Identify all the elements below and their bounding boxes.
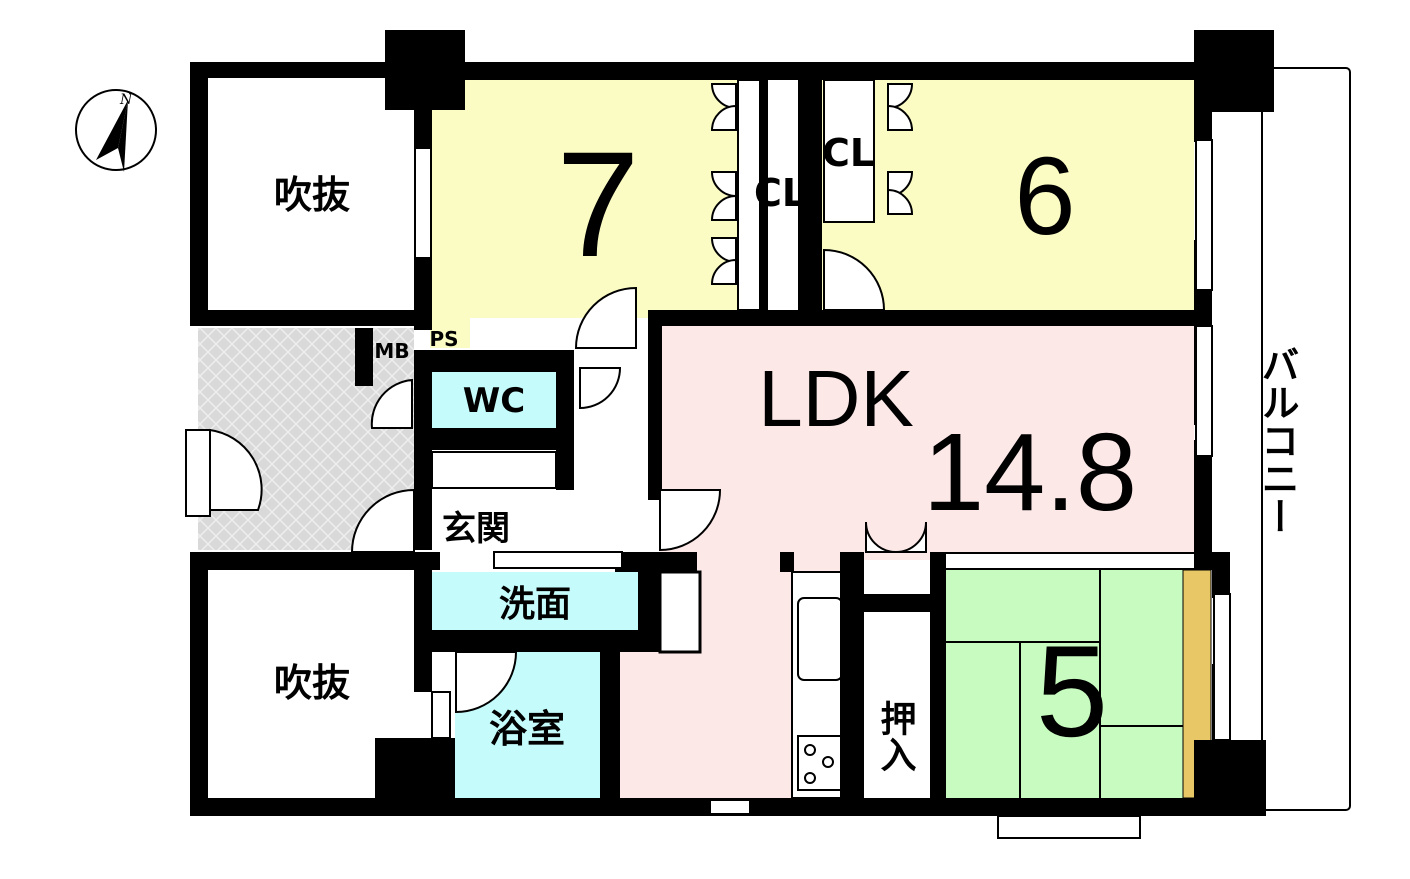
doors xyxy=(209,248,927,714)
entrance-label: 玄関 xyxy=(442,509,510,549)
ldk-label: LDK xyxy=(758,354,914,443)
room-7-floor xyxy=(430,80,760,348)
tatami-floor xyxy=(945,570,1183,798)
compass-north-label: N xyxy=(119,92,133,108)
balcony-label: バルコニー xyxy=(1255,345,1299,535)
stove-icon xyxy=(797,735,843,791)
room-7-label: 7 xyxy=(556,120,639,288)
closet-a-label: CL xyxy=(754,171,806,215)
entrance-shelf xyxy=(431,451,557,489)
void-top-label: 吹抜 xyxy=(274,173,350,217)
ldk-floor xyxy=(620,325,1194,800)
oshiire-label: 押入 xyxy=(875,700,917,772)
windows xyxy=(185,139,1231,839)
washroom-label: 洗面 xyxy=(499,584,571,625)
oshiire-floor xyxy=(862,612,940,800)
void-bottom-label: 吹抜 xyxy=(274,661,350,705)
balcony xyxy=(1261,67,1351,811)
tatami-lines xyxy=(945,570,1183,798)
wc-floor xyxy=(432,370,556,428)
wc-label: WC xyxy=(463,381,525,421)
closet-a-box xyxy=(737,79,761,311)
void-top xyxy=(205,78,417,310)
room-5-label: 5 xyxy=(1036,618,1108,764)
room-6-floor xyxy=(822,80,1194,310)
bathroom-label: 浴室 xyxy=(489,707,565,751)
ps-label: PS xyxy=(429,327,458,351)
north-compass-icon: N xyxy=(75,89,157,172)
mb-label: MB xyxy=(374,339,409,363)
sink-icon xyxy=(797,597,843,681)
closet-b-box xyxy=(823,79,875,223)
room-6-label: 6 xyxy=(1014,135,1075,258)
closet-doors xyxy=(710,83,914,285)
walls xyxy=(190,30,1274,816)
washroom-floor xyxy=(432,572,638,632)
ldk-size-label: 14.8 xyxy=(923,411,1137,534)
closet-b-label: CL xyxy=(822,131,874,175)
